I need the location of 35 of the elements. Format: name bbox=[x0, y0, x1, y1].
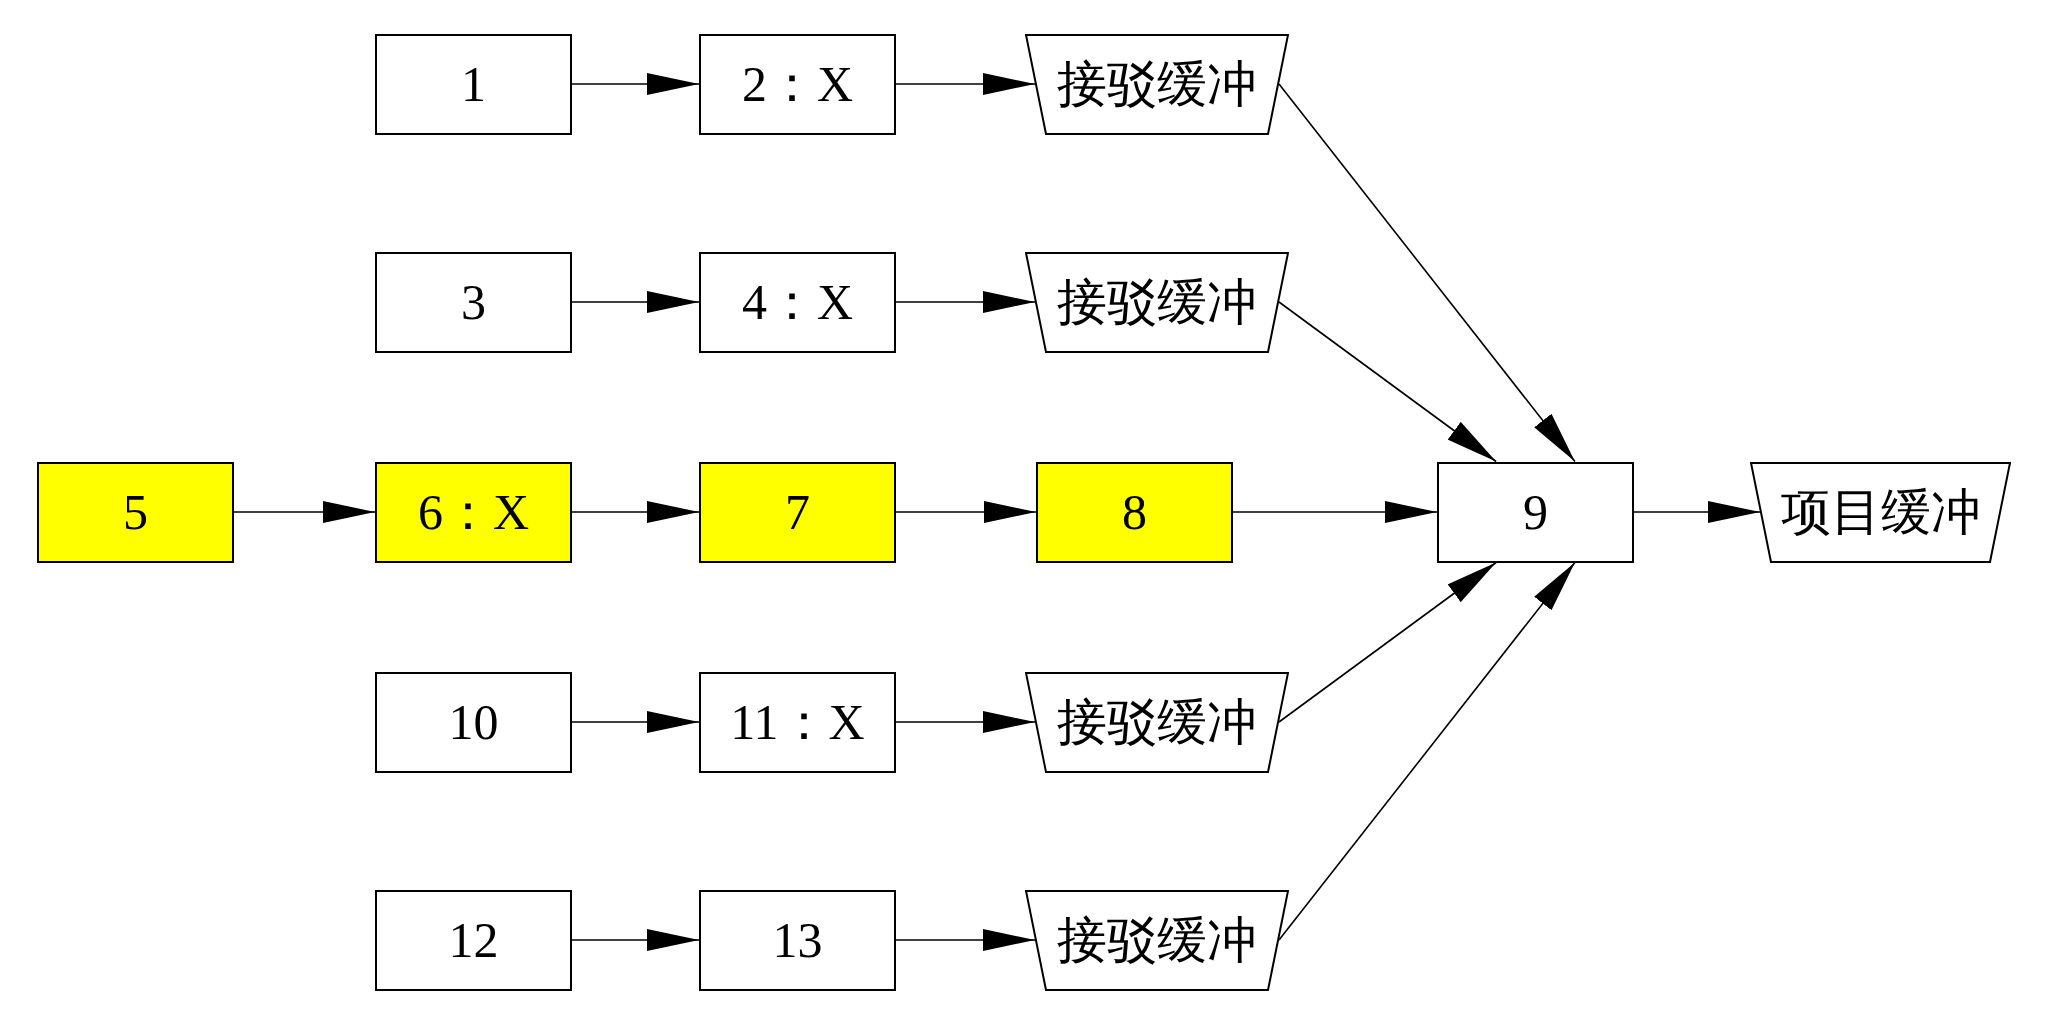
arrow bbox=[1633, 501, 1761, 523]
arrow bbox=[571, 501, 700, 523]
task-box: 3 bbox=[375, 251, 572, 353]
task-box: 7 bbox=[699, 461, 896, 563]
arrow bbox=[895, 929, 1036, 951]
buffer-trapezoid: 接驳缓冲 bbox=[1025, 671, 1289, 773]
task-box: 9 bbox=[1437, 461, 1634, 563]
task-box: 8 bbox=[1036, 461, 1233, 563]
arrow bbox=[1278, 561, 1576, 941]
task-box: 12 bbox=[375, 889, 572, 991]
arrow bbox=[1278, 301, 1497, 463]
arrow bbox=[895, 501, 1037, 523]
arrow bbox=[895, 73, 1036, 95]
arrow bbox=[571, 711, 700, 733]
arrow bbox=[895, 711, 1036, 733]
arrow bbox=[571, 929, 700, 951]
buffer-trapezoid: 接驳缓冲 bbox=[1025, 889, 1289, 991]
task-box: 1 bbox=[375, 33, 572, 135]
task-box: 10 bbox=[375, 671, 572, 773]
arrow bbox=[233, 501, 376, 523]
task-box: 2：X bbox=[699, 33, 896, 135]
buffer-trapezoid: 接驳缓冲 bbox=[1025, 251, 1289, 353]
arrow bbox=[1278, 83, 1576, 463]
arrow bbox=[895, 291, 1036, 313]
task-box: 13 bbox=[699, 889, 896, 991]
arrow bbox=[571, 73, 700, 95]
task-box: 11：X bbox=[699, 671, 896, 773]
arrow bbox=[1232, 501, 1438, 523]
task-box: 4：X bbox=[699, 251, 896, 353]
buffer-trapezoid: 项目缓冲 bbox=[1750, 461, 2011, 563]
task-box: 6：X bbox=[375, 461, 572, 563]
arrow bbox=[571, 291, 700, 313]
buffer-trapezoid: 接驳缓冲 bbox=[1025, 33, 1289, 135]
arrow bbox=[1278, 561, 1497, 723]
task-box: 5 bbox=[37, 461, 234, 563]
